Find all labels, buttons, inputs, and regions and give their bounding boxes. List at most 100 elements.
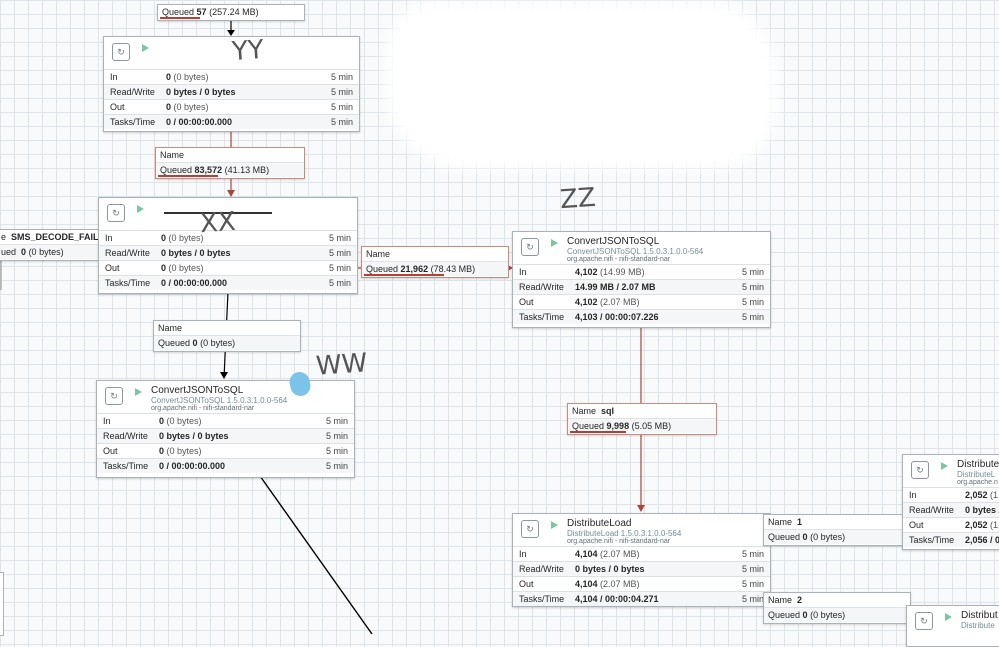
stat-text: 5 min <box>328 263 351 273</box>
processor-icon: ↻ <box>105 387 123 405</box>
processor-header: ↻ DistributeLoad DistributeLoad 1.5.0.3.… <box>513 514 770 546</box>
stat-text: (78.43 MB) <box>430 264 476 274</box>
processor-distribute-load[interactable]: ↻ DistributeLoad DistributeLoad 1.5.0.3.… <box>512 513 771 607</box>
processor-type: Distribute <box>961 621 995 630</box>
processor-icon: ↻ <box>112 43 130 61</box>
stat-text: 21,962 <box>400 264 429 274</box>
stat-text: 5 min <box>741 267 764 277</box>
processor-distribute-right[interactable]: ↻ Distribute DistributeL org.apache.n In… <box>902 454 999 550</box>
line-ww-down <box>259 475 373 634</box>
stat-text: (0 bytes) <box>810 610 846 620</box>
connection-to-convert[interactable]: Name Queued 21,962 (78.43 MB) <box>361 246 509 278</box>
stat-text: Out <box>519 579 534 589</box>
stat-text: Queued <box>768 610 801 620</box>
stat-text: Out <box>909 520 924 530</box>
queue-bar <box>364 274 444 276</box>
connection-row: Name <box>154 321 300 335</box>
connection-sql[interactable]: Name sql Queued 9,998 (5.05 MB) <box>567 403 717 435</box>
stat-text: (41.13 MB) <box>224 165 270 175</box>
stat-text: Tasks/Time <box>110 117 156 127</box>
connection-row: Queued 0 (0 bytes) <box>154 335 300 350</box>
connection-row: Name <box>362 247 508 261</box>
connection-top[interactable]: Queued 57 (257.24 MB) <box>157 4 305 21</box>
stat-text: Tasks/Time <box>909 535 955 545</box>
stat-text: In <box>519 549 527 559</box>
stat-text: In <box>105 233 113 243</box>
stat-text: Out <box>103 446 118 456</box>
processor-type: DistributeL <box>957 470 996 479</box>
stat-text: 4,103 / 00:00:07.226 <box>575 312 659 322</box>
stat-text: 5 min <box>741 594 764 604</box>
stat-text: 5 min <box>330 117 353 127</box>
stat-text: 83,572 <box>194 165 223 175</box>
processor-title: Distribute <box>957 459 999 470</box>
stat-text: Name <box>768 595 793 605</box>
stat-text: 57 <box>196 7 207 17</box>
processor-type: DistributeLoad 1.5.0.3.1.0.0-564 <box>567 529 682 538</box>
processor-distribute-right-2[interactable]: ↻ Distribut Distribute <box>906 605 999 647</box>
stat-text: 5 min <box>741 564 764 574</box>
connection-row: e SMS_DECODE_FAIL <box>1 232 99 242</box>
stat-text: In <box>519 267 527 277</box>
stat-row: Out 2,052 (1. <box>903 517 999 532</box>
connection-to-ww[interactable]: Name Queued 0 (0 bytes) <box>153 320 301 352</box>
connection-row: Queued 21,962 (78.43 MB) <box>362 261 508 276</box>
processor-header: ↻ <box>104 37 359 69</box>
stat-text: 0 (0 bytes) <box>159 446 202 456</box>
stat-text: 0 <box>192 338 198 348</box>
stat-text: 0 (0 bytes) <box>166 72 209 82</box>
running-icon <box>941 462 948 470</box>
arrow-zz-distribute <box>637 505 645 512</box>
stat-text: Tasks/Time <box>519 594 565 604</box>
stat-text: 5 min <box>330 102 353 112</box>
connection-2[interactable]: Name 2 Queued 0 (0 bytes) <box>763 592 911 624</box>
processor-header: ↻ Distribute DistributeL org.apache.n <box>903 455 999 487</box>
connection-mid[interactable]: Name Queued 83,572 (41.13 MB) <box>155 147 305 179</box>
stat-text: 0 <box>802 532 808 542</box>
connection-row: ued 0 (0 bytes) <box>0 244 124 259</box>
processor-convert-json-zz[interactable]: ↻ ConvertJSONToSQL ConvertJSONToSQL 1.5.… <box>512 231 771 328</box>
stat-text: Queued <box>768 532 801 542</box>
arrow-top <box>227 30 235 36</box>
stat-text: 2,052 (1. <box>965 520 999 530</box>
stat-text: (0 bytes) <box>810 532 846 542</box>
connection-1[interactable]: Name 1 Queued 0 (0 bytes) <box>763 514 911 546</box>
running-icon <box>551 521 558 529</box>
stat-text: 5 min <box>328 248 351 258</box>
stat-text: In <box>110 72 118 82</box>
stat-text: 5 min <box>330 72 353 82</box>
processor-header: ↻ ConvertJSONToSQL ConvertJSONToSQL 1.5.… <box>513 232 770 264</box>
connection-row: Name sql <box>568 404 716 418</box>
processor-title: DistributeLoad <box>567 518 632 529</box>
stat-text: Tasks/Time <box>103 461 149 471</box>
stat-text: 5 min <box>741 312 764 322</box>
stat-text: Queued <box>158 338 191 348</box>
stat-text: (257.24 MB) <box>209 7 259 17</box>
connection-row: Queued 83,572 (41.13 MB) <box>156 162 304 177</box>
processor-type: ConvertJSONToSQL 1.5.0.3.1.0.0-564 <box>151 396 288 405</box>
queue-bar <box>158 175 218 177</box>
processor-convert-json-ww[interactable]: ↻ ConvertJSONToSQL ConvertJSONToSQL 1.5.… <box>96 380 355 478</box>
stat-text: sql <box>601 406 615 416</box>
stat-text: 4,104 (2.07 MB) <box>575 579 640 589</box>
connection-sms-decode-fail[interactable]: e SMS_DECODE_FAIL ued 0 (0 bytes) <box>0 229 125 261</box>
redacted-region <box>396 12 766 158</box>
stat-text: Out <box>519 297 534 307</box>
stat-text: Queued <box>162 7 195 17</box>
stat-text: 5 min <box>325 416 348 426</box>
scribble-zz: ZZ <box>558 182 597 216</box>
stat-text: 5 min <box>325 431 348 441</box>
processor-icon: ↻ <box>521 238 539 256</box>
